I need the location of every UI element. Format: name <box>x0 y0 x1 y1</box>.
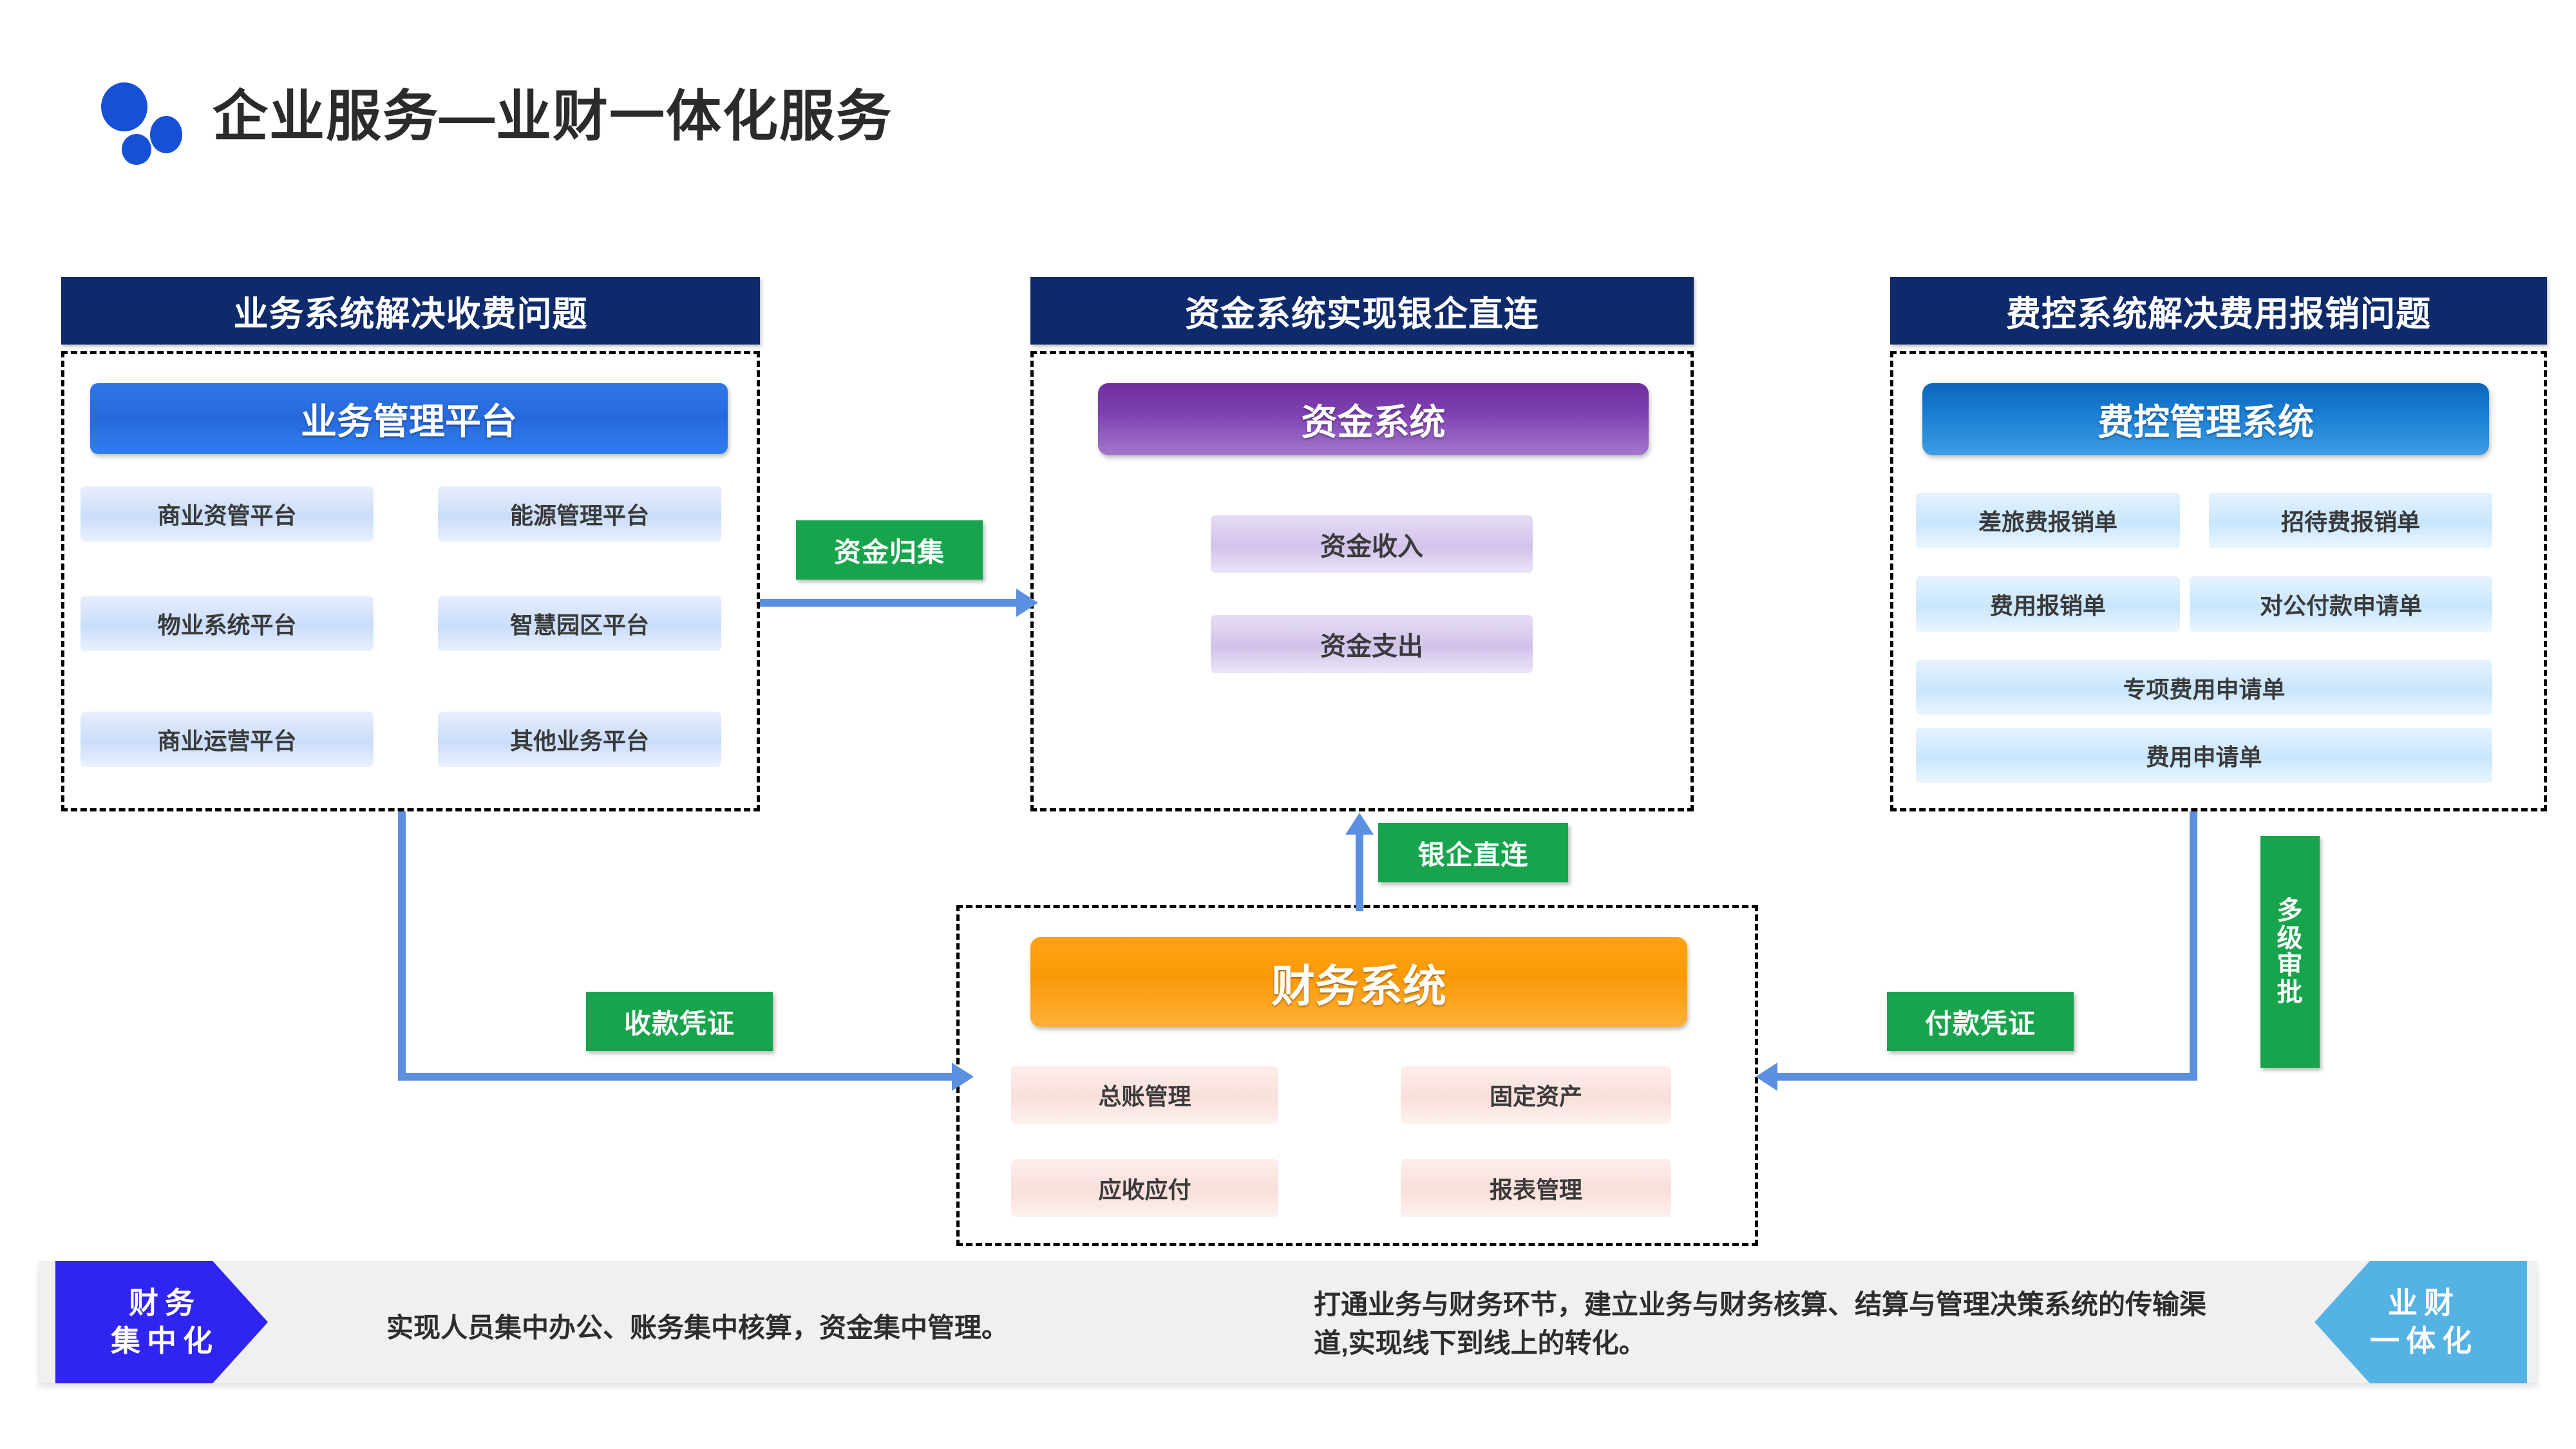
column-header-fund: 资金系统实现银企直连 <box>1030 277 1694 345</box>
column-header-expense: 费控系统解决费用报销问题 <box>1890 277 2547 345</box>
chip-expense-4[interactable]: 专项费用申请单 <box>1916 660 2492 715</box>
tag-multi-approval-char-1: 级 <box>2277 923 2304 952</box>
chip-business-3[interactable]: 智慧园区平台 <box>438 596 721 651</box>
banner-text-right: 打通业务与财务环节，建立业务与财务核算、结算与管理决策系统的传输渠道,实现线下到… <box>1314 1289 2207 1358</box>
banner-text-left: 实现人员集中办公、账务集中核算，资金集中管理。 <box>386 1312 1009 1343</box>
chip-business-4[interactable]: 商业运营平台 <box>80 712 374 767</box>
connector-receipt-arrowhead <box>952 1063 974 1091</box>
banner-cap-left-line-1: 集中化 <box>111 1324 219 1358</box>
tag-multi-approval-char-3: 批 <box>2277 978 2304 1007</box>
tag-multi-approval-char-2: 审 <box>2277 951 2304 980</box>
chip-expense-2[interactable]: 费用报销单 <box>1916 576 2180 632</box>
chip-business-5[interactable]: 其他业务平台 <box>438 712 721 767</box>
connector-bank-direct-line <box>1356 821 1363 911</box>
column-body-fund <box>1030 351 1694 811</box>
chip-finance-0[interactable]: 总账管理 <box>1011 1066 1278 1124</box>
chip-business-2[interactable]: 物业系统平台 <box>80 596 374 651</box>
chip-business-1[interactable]: 能源管理平台 <box>438 486 721 542</box>
connector-fund-collect-arrowhead <box>1016 589 1038 617</box>
column-header-business: 业务系统解决收费问题 <box>61 277 760 345</box>
column-body-business <box>61 351 760 811</box>
connector-payment-horizontal <box>1777 1073 2197 1081</box>
chip-fund-0[interactable]: 资金收入 <box>1211 515 1533 573</box>
connector-payment-arrowhead <box>1756 1063 1777 1091</box>
three-dots-logo-icon <box>100 79 190 165</box>
system-expense[interactable]: 费控管理系统 <box>1922 383 2489 455</box>
chip-finance-1[interactable]: 固定资产 <box>1401 1066 1671 1124</box>
tag-bank-direct: 银企直连 <box>1378 823 1568 882</box>
logo-dot-small <box>122 134 151 165</box>
tag-payment-voucher: 付款凭证 <box>1887 992 2074 1051</box>
connector-receipt-vertical <box>398 811 406 1081</box>
logo-dot-large <box>101 82 147 131</box>
connector-bank-direct-arrowhead <box>1345 813 1374 835</box>
logo-dot-medium <box>150 116 182 153</box>
system-finance[interactable]: 财务系统 <box>1030 937 1687 1027</box>
tag-multi-approval-char-0: 多 <box>2277 896 2304 925</box>
system-business-platform[interactable]: 业务管理平台 <box>90 383 728 454</box>
column-body-expense <box>1890 351 2547 811</box>
system-fund[interactable]: 资金系统 <box>1098 383 1649 455</box>
connector-payment-vertical <box>2190 811 2197 1081</box>
chip-finance-2[interactable]: 应收应付 <box>1011 1159 1278 1217</box>
chip-expense-3[interactable]: 对公付款申请单 <box>2190 576 2492 632</box>
chip-finance-3[interactable]: 报表管理 <box>1401 1159 1671 1217</box>
page-title: 企业服务—业财一体化服务 <box>213 86 893 147</box>
chip-expense-0[interactable]: 差旅费报销单 <box>1916 493 2180 548</box>
banner-cap-right-line-1: 一体化 <box>2370 1324 2478 1358</box>
bottom-banner: 财务 集中化 实现人员集中办公、账务集中核算，资金集中管理。 打通业务与财务环节… <box>39 1261 2537 1383</box>
tag-multi-approval: 多 级 审 批 <box>2260 836 2320 1068</box>
banner-background <box>39 1261 2537 1383</box>
chip-fund-1[interactable]: 资金支出 <box>1211 615 1533 673</box>
chip-expense-1[interactable]: 招待费报销单 <box>2209 493 2492 548</box>
tag-fund-collect: 资金归集 <box>796 520 983 580</box>
connector-receipt-horizontal <box>398 1073 958 1081</box>
connector-fund-collect-line <box>760 599 1018 607</box>
tag-receipt-voucher: 收款凭证 <box>586 992 773 1051</box>
banner-cap-right-line-0: 业财 <box>2388 1286 2460 1320</box>
chip-business-0[interactable]: 商业资管平台 <box>80 486 374 542</box>
banner-cap-left-line-0: 财务 <box>129 1286 201 1320</box>
chip-expense-5[interactable]: 费用申请单 <box>1916 728 2492 783</box>
